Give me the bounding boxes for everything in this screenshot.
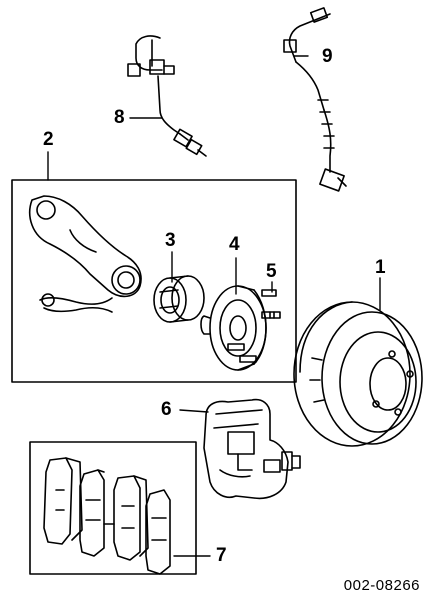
callout-8: 8 [114,107,125,128]
diagram-code: 002-08266 [343,577,420,594]
callout-1: 1 [375,257,386,278]
callout-5: 5 [266,261,277,282]
group-box [11,179,297,383]
pads-box [29,441,197,575]
studs-part-5 [227,289,281,363]
brake-disc-part-1 [293,301,423,447]
caliper-part-6 [203,398,301,500]
brake-hose-part-8 [127,35,207,157]
leader-lines [47,55,381,557]
bearing-part-3 [153,275,205,323]
callout-3: 3 [165,230,176,251]
sensor-cable-part-9 [283,7,347,192]
hub-part-4 [200,285,267,371]
callout-9: 9 [322,46,333,67]
callout-4: 4 [229,234,240,255]
knuckle-part-2 [28,195,142,313]
callout-2: 2 [43,129,54,150]
callout-7: 7 [216,545,227,566]
callout-6: 6 [161,399,172,420]
brake-pads-part-7 [43,457,171,575]
